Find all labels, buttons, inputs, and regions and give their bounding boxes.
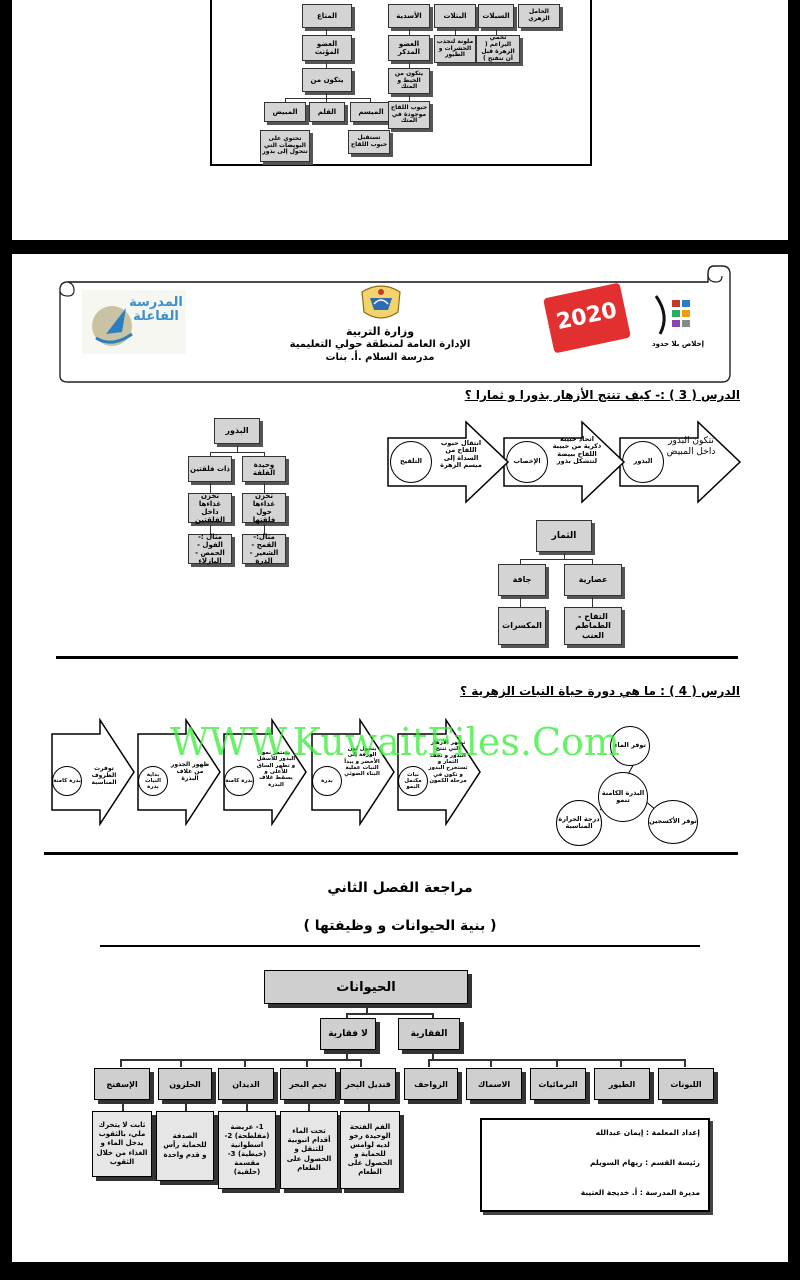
cycle-temperature-circle: درجة الحرارة المناسبة xyxy=(556,800,602,846)
cycle-seed-circle: البذرة الكامنة تنمو xyxy=(598,772,648,822)
credit-teacher: إعداد المعلمة : إيمان عبدالله xyxy=(595,1128,700,1137)
filament-anther-box: يتكون من الخيط و المتك xyxy=(388,68,430,94)
petals-leaf: ملونة لتجذب الحشرات و الطيور xyxy=(434,35,476,63)
credit-head: رئيسة القسم : ريهام السويلم xyxy=(590,1158,700,1167)
school-motto-logo xyxy=(654,295,690,335)
dry-fruit-box: جافة xyxy=(498,564,546,596)
ovary-box: المبيض xyxy=(264,102,306,122)
lesson3-pollination-text: انتقال حبوب اللقاح من السداة إلى ميسم ال… xyxy=(440,439,482,470)
jellyfish-leaf: الفم الفتحة الوحيدة رخو لديه لوامس للحما… xyxy=(340,1111,400,1189)
sponge-leaf: ثابت لا يتحرك ملي، بالثقوب يدخل الماء و … xyxy=(92,1111,152,1177)
lesson4-circle-3: بذرة كامنة xyxy=(224,766,254,796)
monocot-example-box: مثال:- القمح - الشعير - الذرة xyxy=(242,533,286,565)
dicot-box: ذات فلقتين xyxy=(188,456,232,482)
monocot-desc-box: تخزن غذاءها حول فلقتها xyxy=(242,492,286,524)
monocot-box: وحيدة الفلقة xyxy=(242,456,286,482)
school-motto-caption: إخلاص بلا حدود xyxy=(651,340,705,348)
pistil-box: المتاع xyxy=(302,4,352,28)
lesson4-text-3: يستمر نمو البذور للأسفل و تظهر الساق للأ… xyxy=(256,750,296,788)
top-tree-frame xyxy=(210,0,592,166)
review-subtitle: ( بنية الحيوانات و وظيفتها ) xyxy=(303,918,497,934)
lesson3-pollination-circle: التلقيح xyxy=(390,441,432,483)
seeds-root-box: البذور xyxy=(214,418,260,444)
lesson4-text-5: توفرت الظروف المناسبة xyxy=(91,765,117,786)
worms-box: الديدان xyxy=(218,1068,274,1100)
snail-leaf: الصدفة للحماية رأس و قدم واحدة xyxy=(156,1111,214,1181)
sepals-leaf: تحمي البراعم ( الزهرة قبل أن تتفتح ) xyxy=(476,34,520,63)
stamen-box: الأسدية xyxy=(388,4,430,28)
dry-fruit-example-box: المكسرات xyxy=(498,607,546,645)
lesson3-seeds-circle: البذور xyxy=(622,441,664,483)
kuwait-emblem-icon xyxy=(361,285,401,319)
lesson4-circle-4: بداية النبات بذرة xyxy=(138,766,168,796)
lesson4-arrow-5 xyxy=(51,718,135,826)
worms-leaf: 1- عريضة (مفلطحة) 2- اسطوانية (خيطية) 3-… xyxy=(218,1111,276,1189)
invertebrates-box: لا فقارية xyxy=(320,1018,376,1050)
lesson4-arrow-1 xyxy=(397,718,481,826)
credits-box xyxy=(480,1118,710,1212)
lesson3-fertilization-text: اتحاد حبيبة ذكرية من خبيبة اللقاح ببيضة … xyxy=(552,435,602,466)
petals-box: البتلات xyxy=(434,4,476,28)
effective-school-logo-text: المدرسة الفاعلة xyxy=(129,295,183,325)
lesson4-arrow-4 xyxy=(137,718,221,826)
divider-2 xyxy=(44,852,738,855)
stigma-leaf: تستقبل حبوب اللقاح xyxy=(348,130,390,154)
reptiles-box: الزواحف xyxy=(404,1068,458,1100)
cycle-oxygen-circle: توفر الأكسجين xyxy=(648,800,698,844)
male-organ-box: العضو المذكر xyxy=(388,35,430,61)
consists-of-box: يتكون من xyxy=(302,68,352,92)
lesson4-arrow-2 xyxy=(311,718,395,826)
ovary-leaf: تحتوي على البويضات التي تتحول إلى بذور xyxy=(260,130,310,162)
vertebrates-box: الفقارية xyxy=(398,1018,460,1050)
dicot-desc-box: تخزن غذاءها داخل الفلقتين xyxy=(188,492,232,524)
female-organ-box: العضو المؤنث xyxy=(302,35,352,61)
fish-box: الاسماك xyxy=(466,1068,522,1100)
lesson3-title: الدرس ( 3 ) :- كيف تنتج الأزهار بذورا و … xyxy=(464,388,740,402)
school-name: مدرسة السلام .أ. بنات xyxy=(325,352,435,363)
dicot-example-box: مثال :- الفول - الحمص - البازلاء xyxy=(188,533,232,565)
directorate-name: الإدارة العامة لمنطقة حولي التعليمية xyxy=(289,339,471,350)
lesson4-text-1: تظهر الأزهار التي تنتج البذور و تجف الثم… xyxy=(428,740,468,784)
lesson4-text-2: يتحول لون الورقة إلى الأخضر و يبدأ النبا… xyxy=(344,746,380,778)
review-underline xyxy=(100,945,700,947)
mammals-box: اللبونات xyxy=(658,1068,714,1100)
style-box: القلم xyxy=(309,102,345,122)
lesson3-seeds-text: تتكون البذور داخل المبيض xyxy=(666,436,716,457)
cycle-water-circle: توفر الماء xyxy=(610,726,650,766)
sponge-box: الإسفنج xyxy=(94,1068,150,1100)
jellyfish-box: قنديل البحر xyxy=(340,1068,396,1100)
lesson4-title: الدرس ( 4 ) : ما هي دورة حياة النبات الز… xyxy=(460,684,740,698)
receptacle-box: الحامل الزهري xyxy=(518,4,560,28)
lesson4-circle-5: بذرة كامنة xyxy=(52,766,82,796)
watermark: WWW.KuwaitFiles.Com xyxy=(170,720,620,764)
birds-box: الطيور xyxy=(594,1068,650,1100)
credit-principal: مديرة المدرسة : أ. خديجة العتيبة xyxy=(580,1188,700,1197)
sepals-box: السبلات xyxy=(478,4,514,28)
ministry-name: وزارة التربية xyxy=(345,325,415,338)
effective-school-logo: المدرسة الفاعلة xyxy=(82,290,186,354)
amphibians-box: البرمائيات xyxy=(530,1068,586,1100)
snail-box: الحلزون xyxy=(158,1068,212,1100)
fruits-root-box: الثمار xyxy=(536,520,592,552)
lesson4-text-4: ظهور الجذور من غلاف البذرة xyxy=(170,761,210,782)
stigma-box: الميسم xyxy=(350,102,392,122)
lesson4-circle-1: نبات مكتمل النمو xyxy=(398,766,428,796)
starfish-box: نجم البحر xyxy=(280,1068,336,1100)
animals-root-box: الحيوانات xyxy=(264,970,468,1004)
divider-1 xyxy=(56,656,738,659)
lesson3-fertilization-circle: الإخصاب xyxy=(506,441,548,483)
juicy-fruit-box: عصارية xyxy=(564,564,622,596)
pollen-leaf: حبوب اللقاح موجودة في المتك xyxy=(388,101,430,129)
review-title: مراجعة الفصل الثاني xyxy=(327,880,473,896)
juicy-fruit-example-box: التفاح - الطماطم العنب xyxy=(564,607,622,645)
starfish-leaf: تحت الماء أقدام انبوبية للتنقل و الحصول … xyxy=(280,1111,338,1189)
lesson4-circle-2: بذرة xyxy=(312,766,342,796)
lesson4-arrow-3 xyxy=(223,718,307,826)
